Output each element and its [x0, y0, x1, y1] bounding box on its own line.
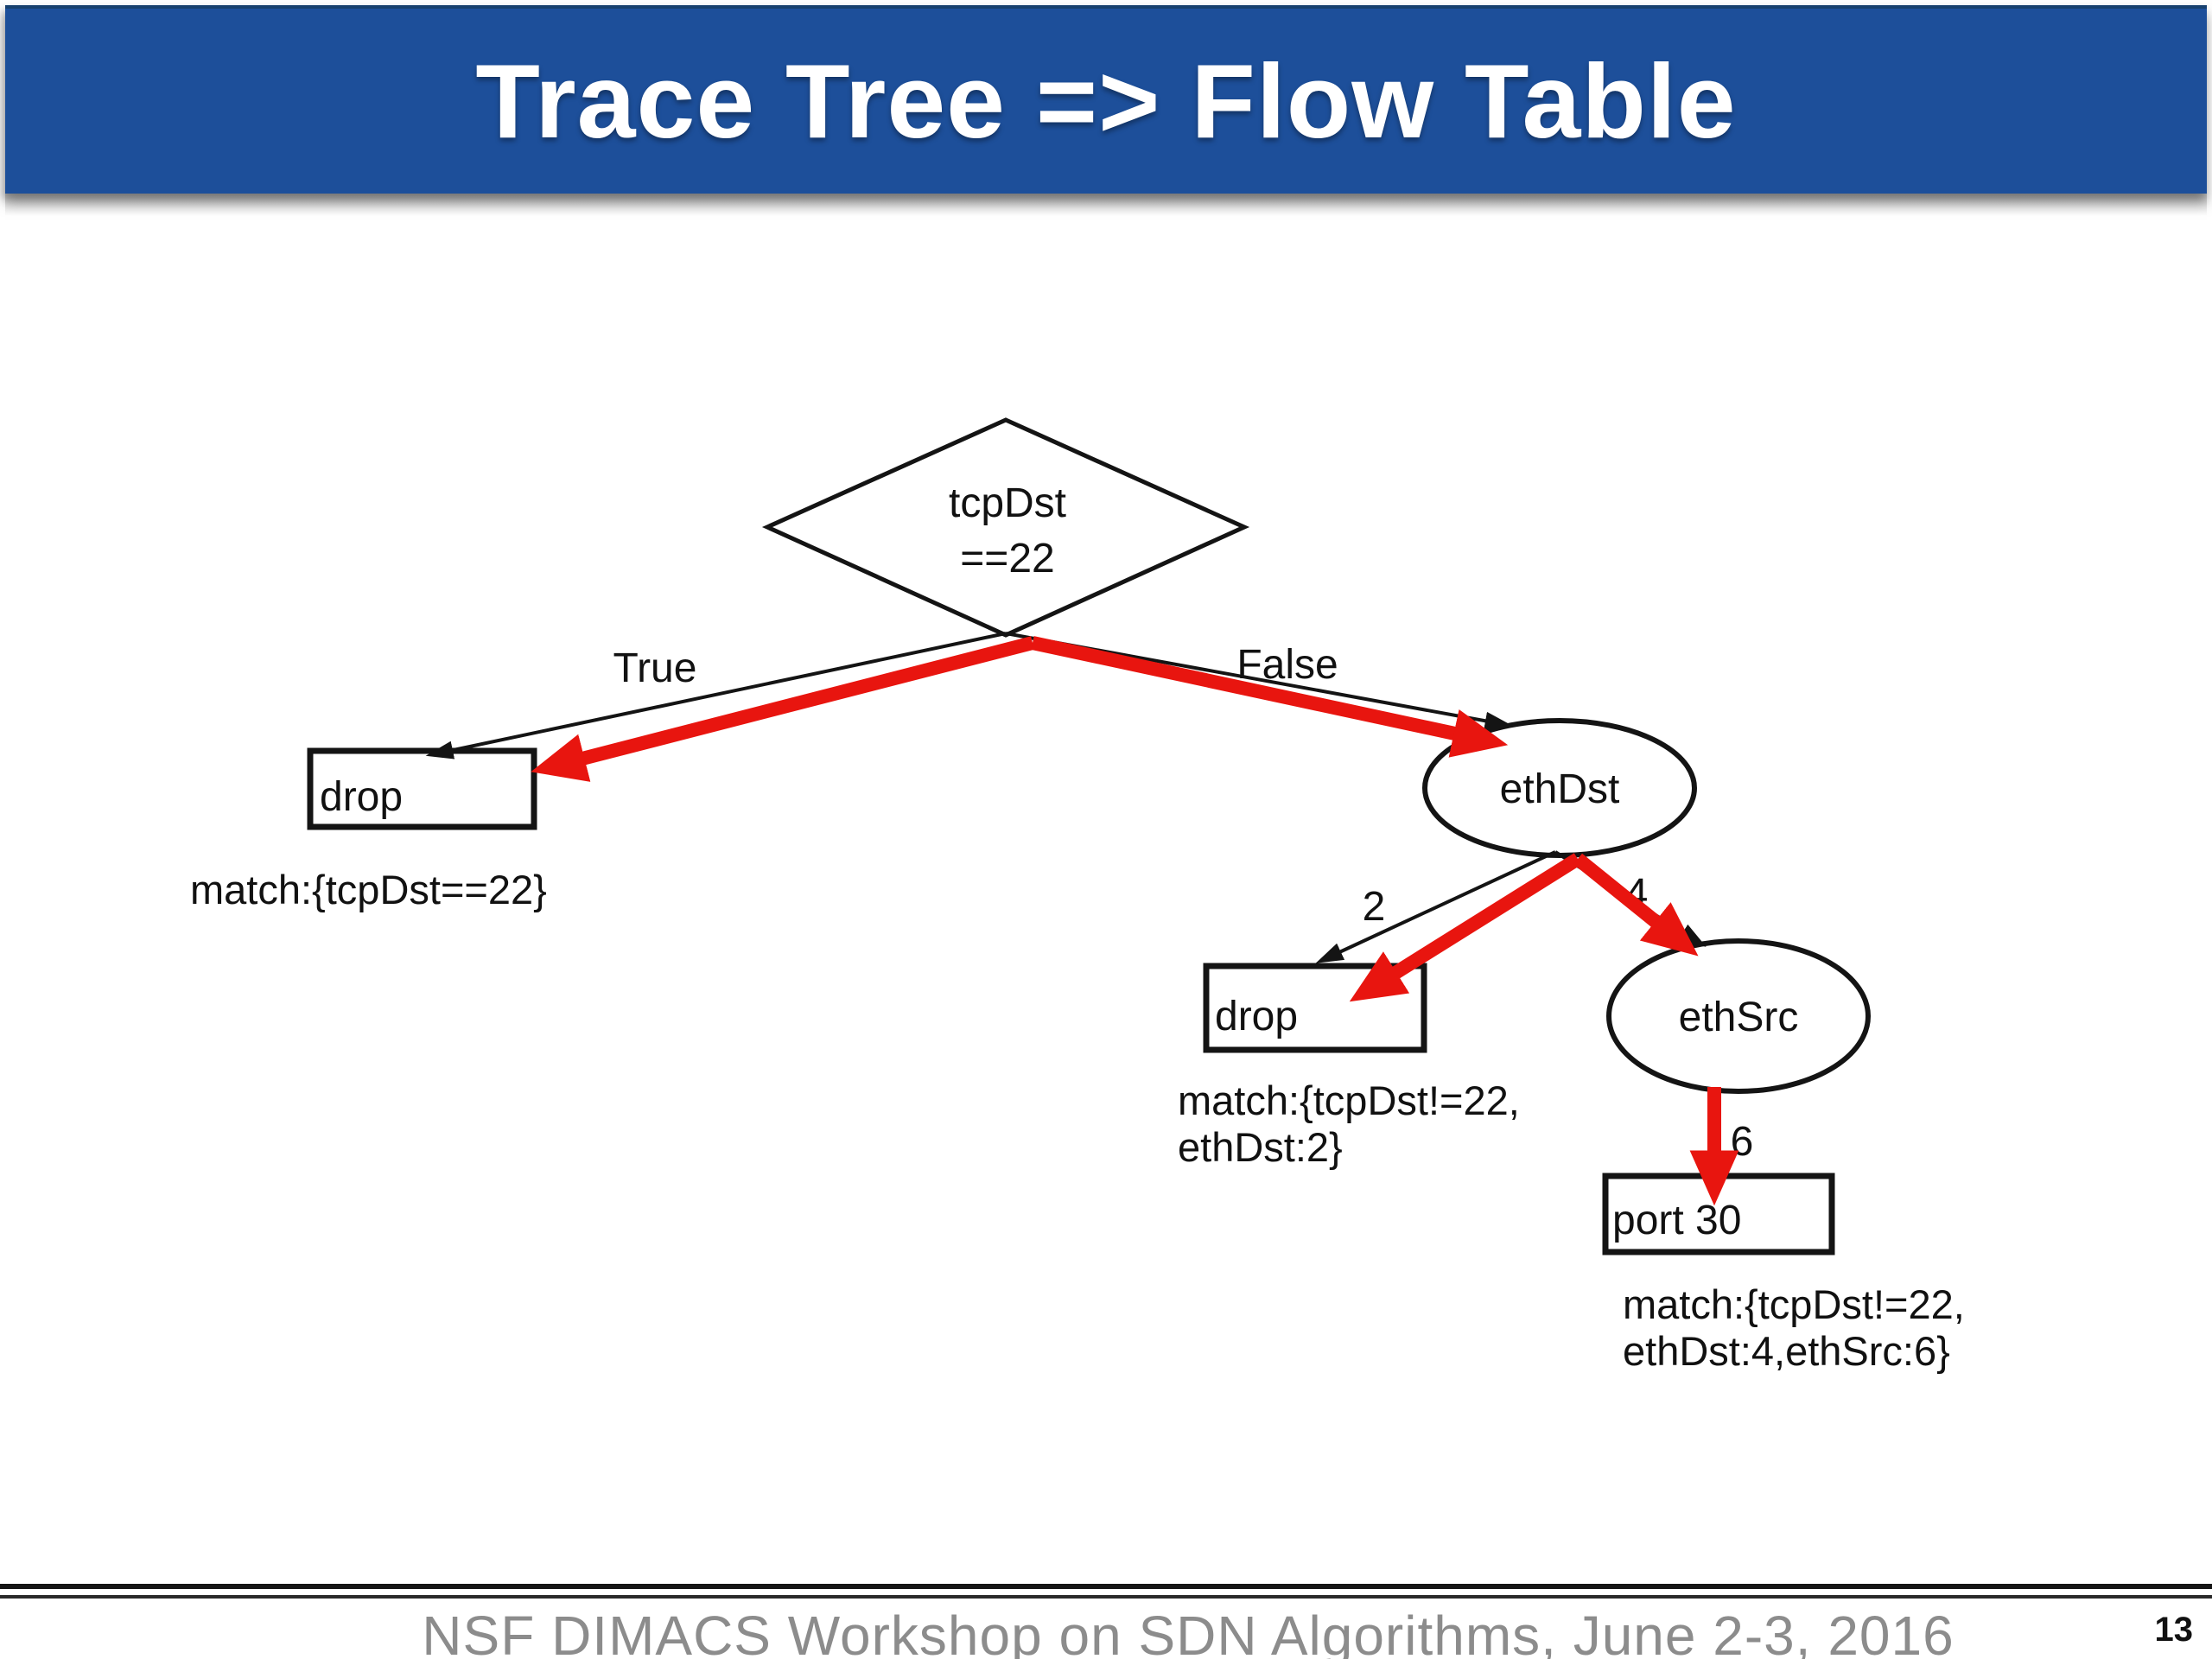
node-tcpdst-diamond [761, 417, 1250, 638]
node-drop-true-rect [307, 747, 537, 830]
edge-ethdst-2 [1315, 850, 1556, 963]
edge-label-2: 2 [1363, 884, 1386, 930]
label-drop2: drop [1215, 994, 1298, 1039]
footer-rule-top [0, 1584, 2212, 1589]
label-ethdst: ethDst [1500, 766, 1620, 812]
footer-rule-bottom [0, 1595, 2212, 1599]
annotation-match-drop2-line1: match:{tcpDst!=22, [1178, 1077, 1520, 1123]
edge-label-true: True [613, 645, 697, 691]
edge-label-false: False [1236, 642, 1338, 688]
label-drop-true: drop [320, 774, 403, 820]
label-eq22: ==22 [960, 536, 1054, 582]
edge-label-6: 6 [1731, 1119, 1754, 1165]
annotation-match-true: match:{tcpDst==22} [190, 867, 547, 912]
label-ethsrc: ethSrc [1679, 995, 1799, 1040]
node-ethsrc-ellipse [1606, 938, 1871, 1094]
trace-arrow-to-drop-true [531, 636, 1034, 782]
label-port30: port 30 [1612, 1198, 1741, 1243]
annotation-match-port30-line2: ethDst:4,ethSrc:6} [1623, 1328, 1950, 1374]
label-tcpdst: tcpDst [949, 480, 1066, 526]
footer-text: NSF DIMACS Workshop on SDN Algorithms, J… [422, 1605, 1955, 1659]
annotation-match-port30-line1: match:{tcpDst!=22, [1623, 1281, 1965, 1327]
trace-arrow-to-drop2 [1349, 853, 1582, 1002]
edge-true [425, 632, 1007, 760]
annotation-match-drop2-line2: ethDst:2} [1178, 1124, 1343, 1170]
trace-arrow-to-ethdst [1031, 636, 1509, 758]
page-number: 13 [2154, 1611, 2194, 1649]
slide-title: Trace Tree => Flow Table [475, 42, 1737, 160]
trace-arrow-to-ethsrc [1573, 853, 1699, 957]
